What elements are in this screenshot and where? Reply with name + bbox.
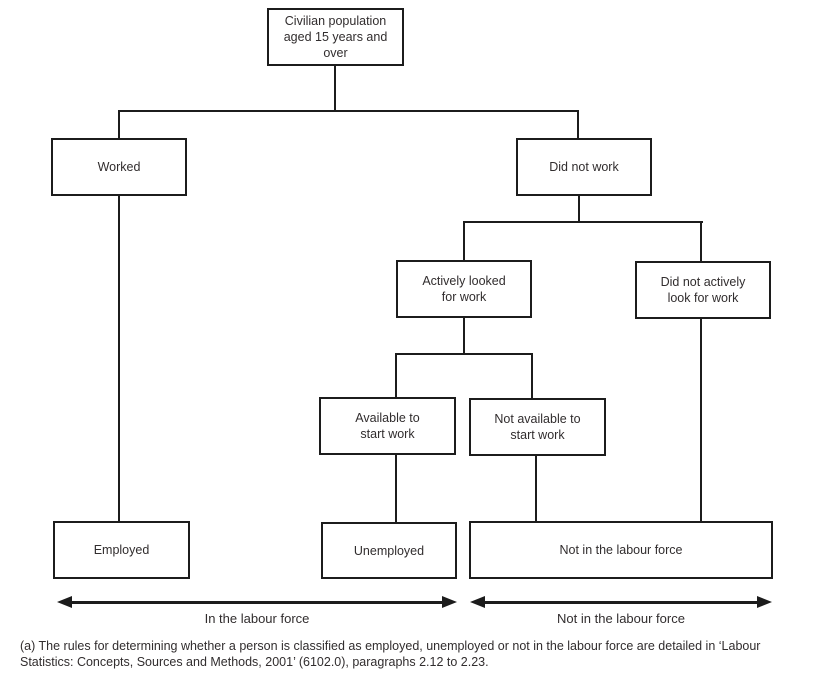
connector-worked-to-employed: [118, 195, 120, 522]
node-unemployed: Unemployed: [321, 522, 457, 579]
connector-branch2-horizontal: [463, 221, 703, 223]
connector-did-not-work-down: [578, 195, 580, 223]
node-did-not-work: Did not work: [516, 138, 652, 196]
arrow-right-head-icon: [442, 596, 457, 608]
node-actively-looked-for-work: Actively looked for work: [396, 260, 532, 318]
label-in-labour-force: In the labour force: [204, 611, 310, 626]
connector-to-available: [395, 353, 397, 398]
connector-actively-looked-down: [463, 317, 465, 355]
connector-to-actively-looked: [463, 221, 465, 261]
label-not-in-labour-force: Not in the labour force: [557, 611, 685, 626]
node-employed: Employed: [53, 521, 190, 579]
arrow-right-head-icon: [757, 596, 772, 608]
arrow-shaft: [69, 601, 445, 604]
node-not-available-to-start-work: Not available to start work: [469, 398, 606, 456]
footnote: (a) The rules for determining whether a …: [20, 639, 761, 669]
node-not-in-labour-force: Not in the labour force: [469, 521, 773, 579]
connector-branch1-horizontal: [118, 110, 579, 112]
node-did-not-actively-look: Did not actively look for work: [635, 261, 771, 319]
connector-to-did-not-work: [577, 110, 579, 139]
node-worked: Worked: [51, 138, 187, 196]
connector-branch3-horizontal: [395, 353, 533, 355]
arrow-shaft: [482, 601, 760, 604]
connector-to-did-not-actively-look: [700, 221, 702, 262]
node-civilian-population: Civilian population aged 15 years and ov…: [267, 8, 404, 66]
connector-did-not-actively-to-nilf: [700, 318, 702, 522]
connector-available-to-unemployed: [395, 454, 397, 523]
arrow-left-head-icon: [57, 596, 72, 608]
arrow-left-head-icon: [470, 596, 485, 608]
node-available-to-start-work: Available to start work: [319, 397, 456, 455]
connector-to-not-available: [531, 353, 533, 399]
connector-to-worked: [118, 110, 120, 139]
connector-not-available-to-nilf: [535, 455, 537, 522]
connector-civilian-down: [334, 65, 336, 111]
